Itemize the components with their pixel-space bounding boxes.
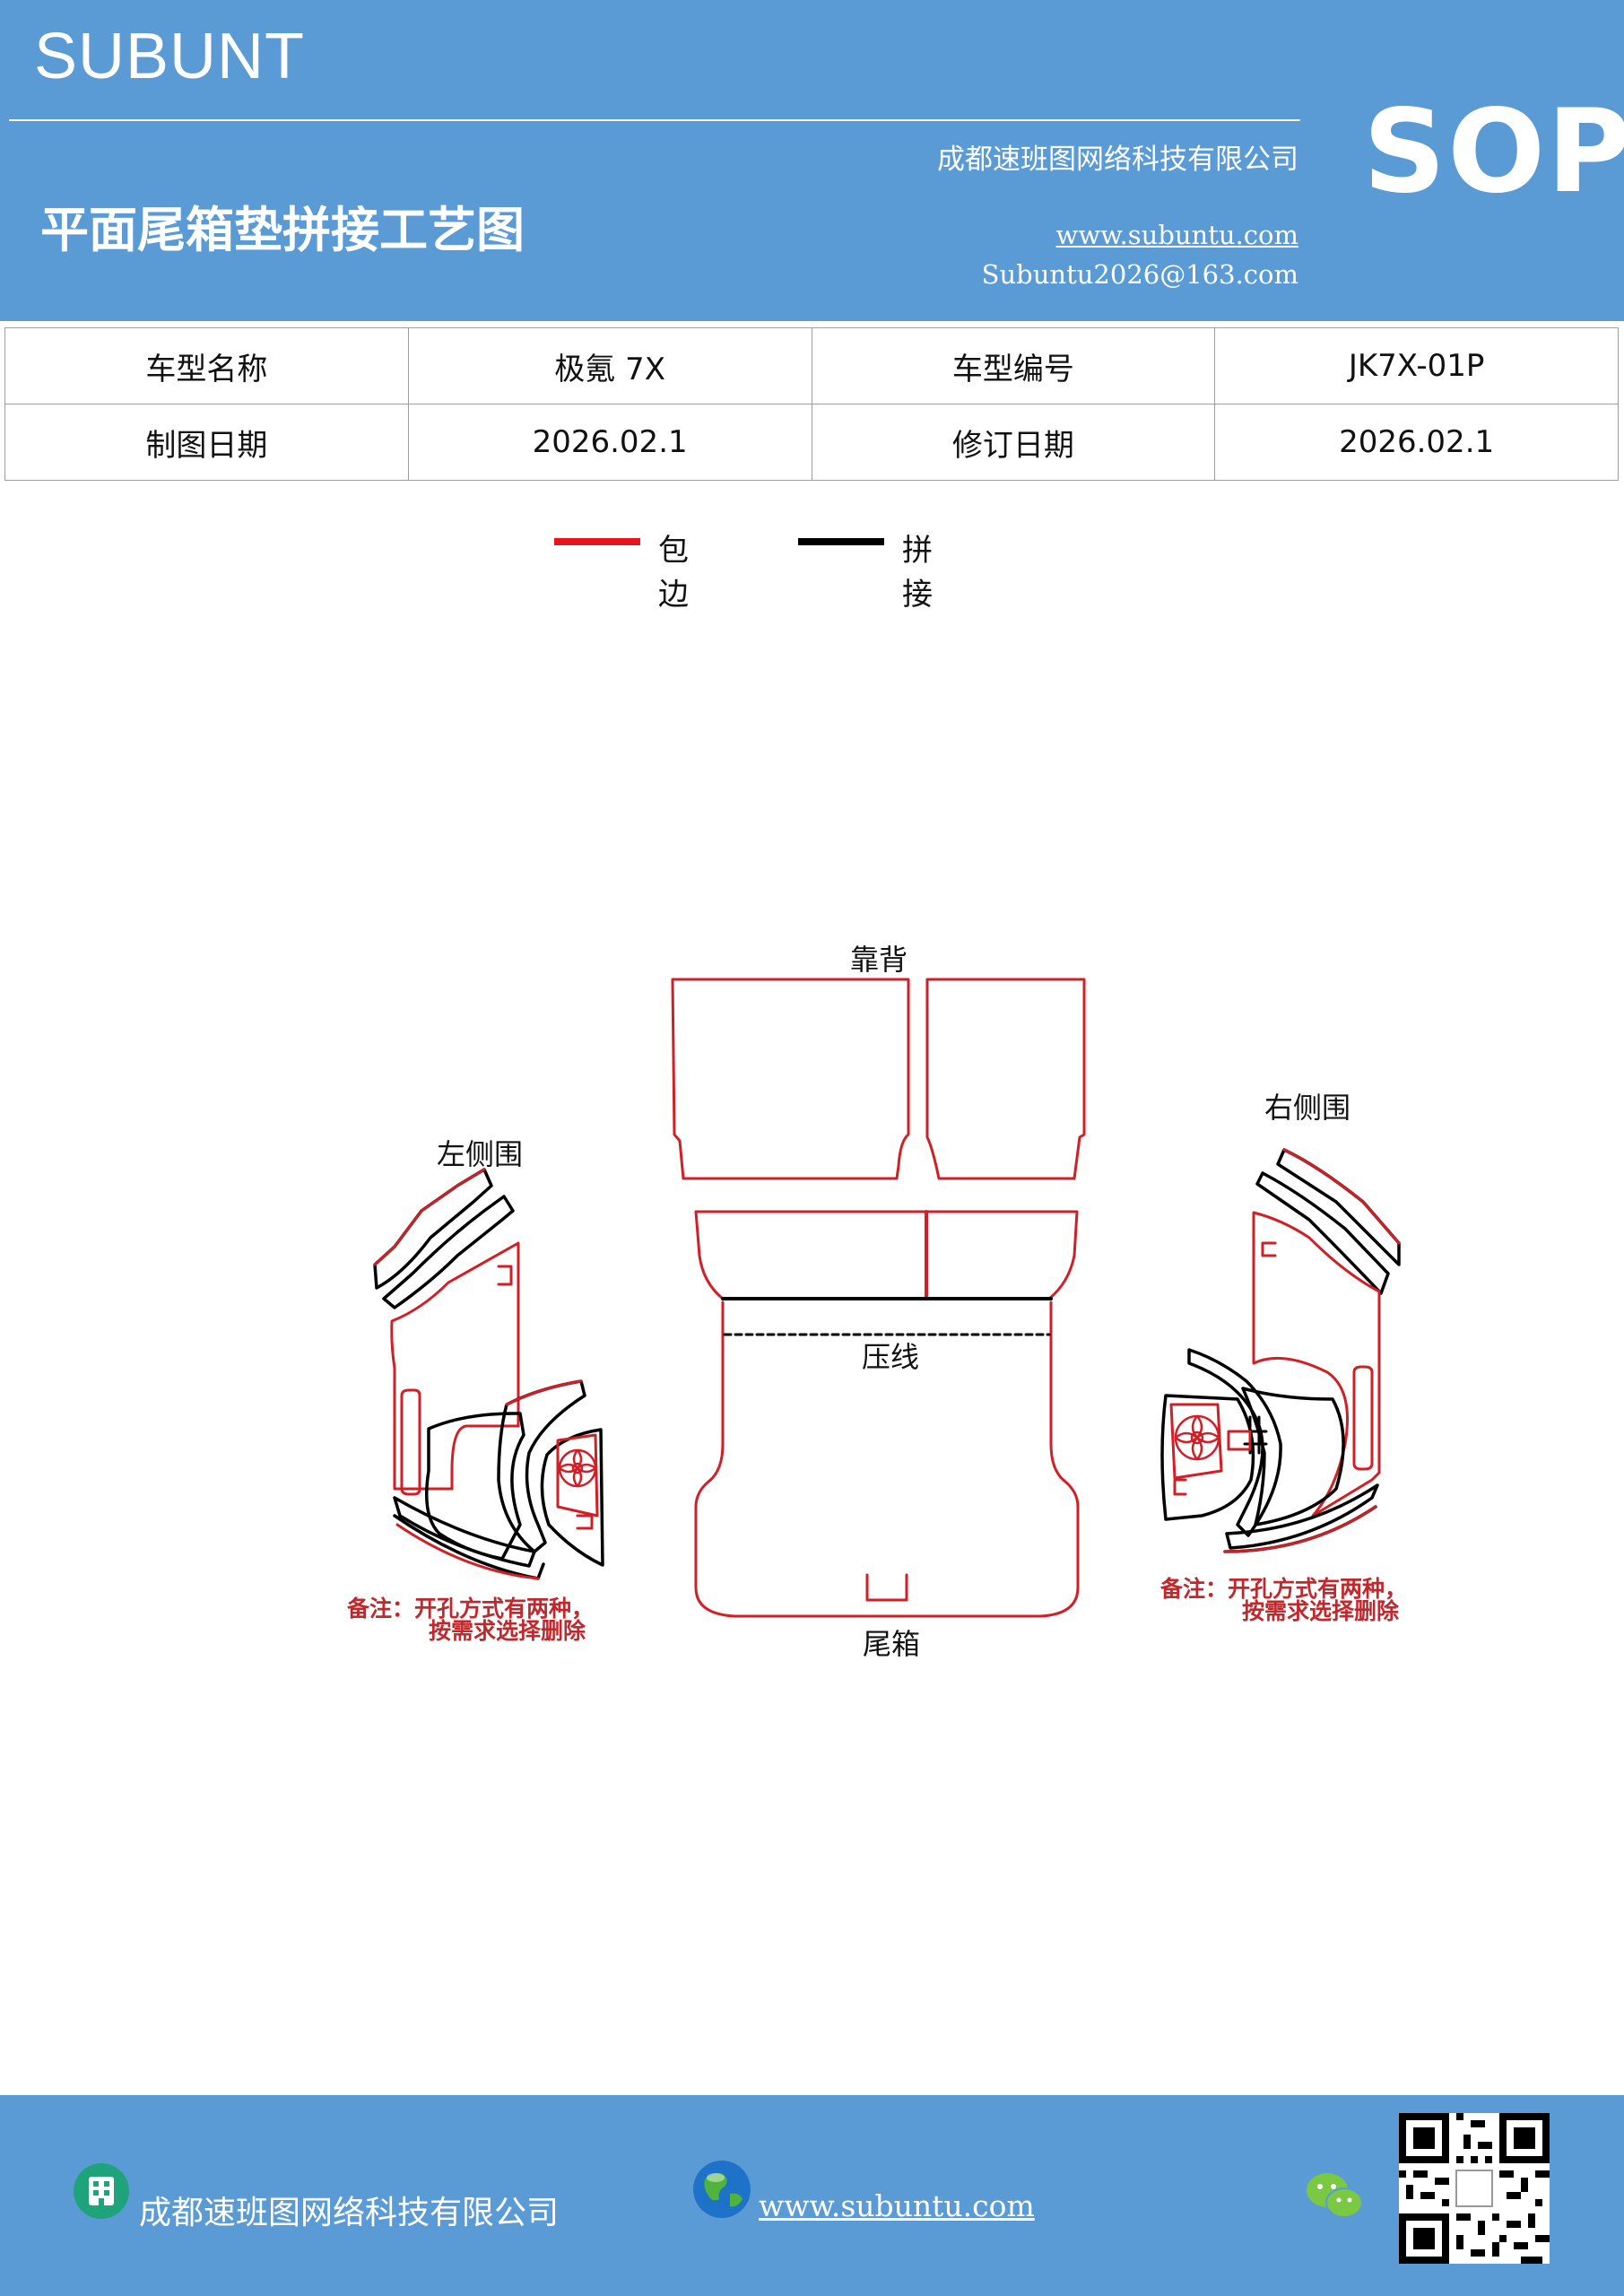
vehicle-info-table: 车型名称 极氪 7X 车型编号 JK7X-01P 制图日期 2026.02.1 … xyxy=(4,327,1619,481)
table-cell: 2026.02.1 xyxy=(1214,404,1619,481)
left-main-panel xyxy=(390,1241,520,1491)
building-icon xyxy=(74,2163,129,2219)
left-hole-bracket-top xyxy=(497,1265,513,1286)
right-note-line-1: 备注：开孔方式有两种， xyxy=(1159,1576,1407,1602)
footer-company-name: 成都速班图网络科技有限公司 xyxy=(139,2195,560,2231)
qr-code xyxy=(1399,2113,1550,2264)
right-slot xyxy=(1352,1365,1374,1471)
table-row: 车型名称 极氪 7X 车型编号 JK7X-01P xyxy=(4,327,1619,404)
trunk-label: 尾箱 xyxy=(863,1627,920,1661)
legend-swatch-edge xyxy=(554,538,640,545)
trunk-upper-strip xyxy=(694,1210,1079,1300)
header-banner: SUBUNT 成都速班图网络科技有限公司 平面尾箱垫拼接工艺图 www.subu… xyxy=(0,0,1624,321)
trunk-floor-panel xyxy=(694,1300,1080,1618)
legend-swatch-seam xyxy=(798,538,884,545)
left-top-strip-inner xyxy=(382,1195,515,1309)
website-link[interactable]: www.subuntu.com xyxy=(1055,220,1298,250)
legend-label-seam: 拼接 xyxy=(902,533,933,613)
right-top-strip-inner xyxy=(1255,1171,1390,1295)
left-top-edge xyxy=(373,1168,486,1266)
right-bottom-edge xyxy=(1223,1505,1377,1553)
table-cell: 车型编号 xyxy=(811,327,1216,404)
table-cell: 制图日期 xyxy=(4,404,409,481)
splicing-diagram: 靠背 压线 尾箱 左侧围 xyxy=(346,943,1407,1661)
backrest-left-panel xyxy=(671,978,910,1180)
right-small-box xyxy=(1227,1430,1252,1451)
sop-badge: SOP xyxy=(1363,85,1624,219)
right-wheel-arch-outer xyxy=(1187,1348,1282,1537)
wechat-icon[interactable] xyxy=(1305,2170,1364,2222)
right-fan-housing-edge xyxy=(1169,1403,1223,1480)
email-address: Subuntu2026@163.com xyxy=(981,259,1298,290)
left-note-line-1: 备注：开孔方式有两种， xyxy=(346,1596,594,1622)
globe-icon xyxy=(693,2161,751,2218)
right-main-panel xyxy=(1252,1211,1381,1518)
brand-name: SUBUNT xyxy=(34,21,306,92)
right-vent-icon xyxy=(1174,1414,1220,1461)
company-name: 成都速班图网络科技有限公司 xyxy=(937,144,1298,176)
right-bottom-strip xyxy=(1225,1483,1379,1550)
table-cell: 2026.02.1 xyxy=(407,404,812,481)
right-hole-bracket-bottom xyxy=(1173,1478,1187,1496)
table-cell: 车型名称 xyxy=(4,327,409,404)
backrest-right-panel xyxy=(925,978,1086,1180)
right-note-line-2: 按需求选择删除 xyxy=(1242,1598,1400,1624)
header-divider xyxy=(9,119,1300,121)
left-fan-housing-edge xyxy=(556,1433,599,1518)
left-hole-bracket-bottom xyxy=(576,1514,594,1530)
left-wheel-arch xyxy=(425,1412,525,1561)
right-hole-bracket-top xyxy=(1261,1241,1277,1257)
right-top-edge xyxy=(1282,1148,1401,1245)
table-cell: 修订日期 xyxy=(811,404,1216,481)
left-top-strip xyxy=(373,1168,493,1290)
left-note-line-2: 按需求选择删除 xyxy=(429,1618,586,1644)
left-side-label: 左侧围 xyxy=(437,1137,523,1171)
legend-label-edge: 包边 xyxy=(658,533,689,613)
crease-label: 压线 xyxy=(862,1340,919,1374)
table-cell: JK7X-01P xyxy=(1214,327,1619,404)
right-wheel-arch xyxy=(1241,1387,1345,1526)
left-vent-icon xyxy=(558,1448,597,1488)
backrest-label: 靠背 xyxy=(850,943,908,977)
footer-banner: 成都速班图网络科技有限公司 www.subuntu.com xyxy=(0,2095,1624,2296)
left-bottom-strip xyxy=(393,1496,536,1568)
left-slot xyxy=(400,1388,421,1496)
right-side-label: 右侧围 xyxy=(1264,1091,1350,1125)
left-wheel-edge xyxy=(505,1379,583,1406)
trunk-handle-cutout xyxy=(865,1573,908,1602)
table-row: 制图日期 2026.02.1 修订日期 2026.02.1 xyxy=(4,404,1619,481)
table-cell: 极氪 7X xyxy=(407,327,812,404)
document-title: 平面尾箱垫拼接工艺图 xyxy=(40,201,525,258)
left-bottom-edge xyxy=(395,1523,540,1580)
footer-website-link[interactable]: www.subuntu.com xyxy=(759,2188,1035,2223)
